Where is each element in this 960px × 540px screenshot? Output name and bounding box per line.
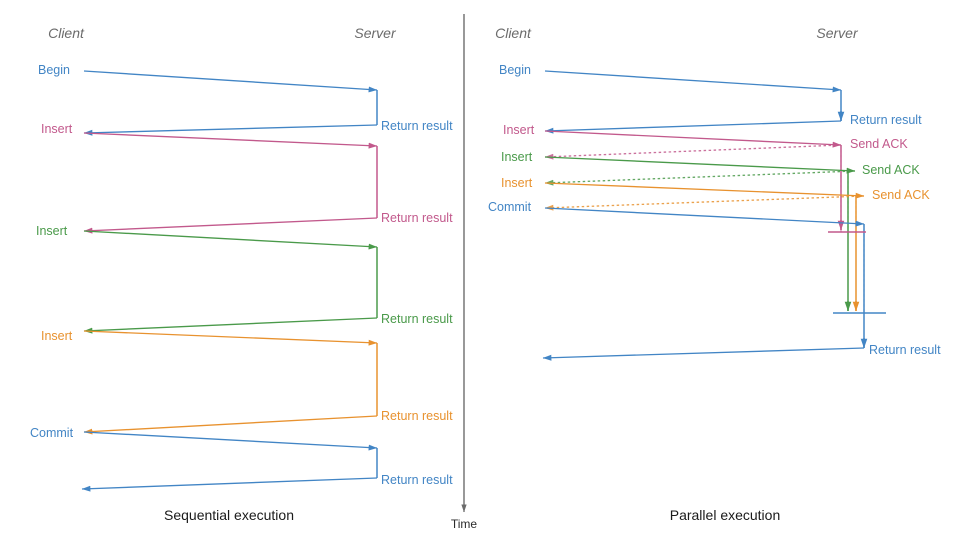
panel-caption-parallel: Parallel execution bbox=[670, 507, 781, 523]
time-axis-group: Time bbox=[451, 14, 478, 531]
message-insert-2 bbox=[83, 230, 378, 250]
lane-header-server: Server bbox=[354, 25, 397, 41]
message-label-return-result-2: Return result bbox=[381, 211, 453, 225]
message-return-result-5 bbox=[81, 477, 378, 492]
message-commit bbox=[83, 431, 378, 451]
message-send-ack-2 bbox=[544, 170, 856, 186]
message-label-insert-1: Insert bbox=[503, 123, 535, 137]
message-label-send-ack-3: Send ACK bbox=[872, 188, 930, 202]
message-label-send-ack-1: Send ACK bbox=[850, 137, 908, 151]
message-label-send-ack-2: Send ACK bbox=[862, 163, 920, 177]
message-commit bbox=[544, 207, 865, 227]
message-label-insert-2: Insert bbox=[501, 150, 533, 164]
message-label-return-result-1: Return result bbox=[850, 113, 922, 127]
message-label-insert-1: Insert bbox=[41, 122, 73, 136]
message-label-begin: Begin bbox=[38, 63, 70, 77]
message-label-commit: Commit bbox=[30, 426, 74, 440]
lane-header-client: Client bbox=[48, 25, 85, 41]
message-label-return-result-2: Return result bbox=[869, 343, 941, 357]
message-insert-3 bbox=[544, 182, 865, 199]
message-begin bbox=[544, 70, 842, 93]
message-label-commit: Commit bbox=[488, 200, 532, 214]
message-label-return-result-3: Return result bbox=[381, 312, 453, 326]
message-label-return-result-4: Return result bbox=[381, 409, 453, 423]
message-return-result-4 bbox=[83, 415, 378, 435]
message-begin bbox=[83, 70, 378, 93]
message-insert-1 bbox=[544, 130, 842, 148]
time-axis-label: Time bbox=[451, 517, 478, 531]
message-send-ack-1 bbox=[544, 144, 842, 160]
message-label-return-result-5: Return result bbox=[381, 473, 453, 487]
message-return-result-3 bbox=[83, 317, 378, 334]
message-insert-1 bbox=[83, 132, 378, 149]
lane-header-client: Client bbox=[495, 25, 532, 41]
message-label-insert-3: Insert bbox=[41, 329, 73, 343]
message-return-result-1 bbox=[83, 124, 378, 136]
message-label-return-result-1: Return result bbox=[381, 119, 453, 133]
message-label-insert-3: Insert bbox=[501, 176, 533, 190]
panel-caption-sequential: Sequential execution bbox=[164, 507, 294, 523]
message-label-insert-2: Insert bbox=[36, 224, 68, 238]
message-return-result-2 bbox=[83, 217, 378, 234]
message-return-result-2 bbox=[542, 347, 865, 361]
message-insert-3 bbox=[83, 330, 378, 346]
message-insert-2 bbox=[544, 156, 856, 174]
message-return-result-1 bbox=[544, 120, 842, 134]
message-label-begin: Begin bbox=[499, 63, 531, 77]
message-send-ack-3 bbox=[544, 195, 865, 211]
lane-header-server: Server bbox=[816, 25, 859, 41]
